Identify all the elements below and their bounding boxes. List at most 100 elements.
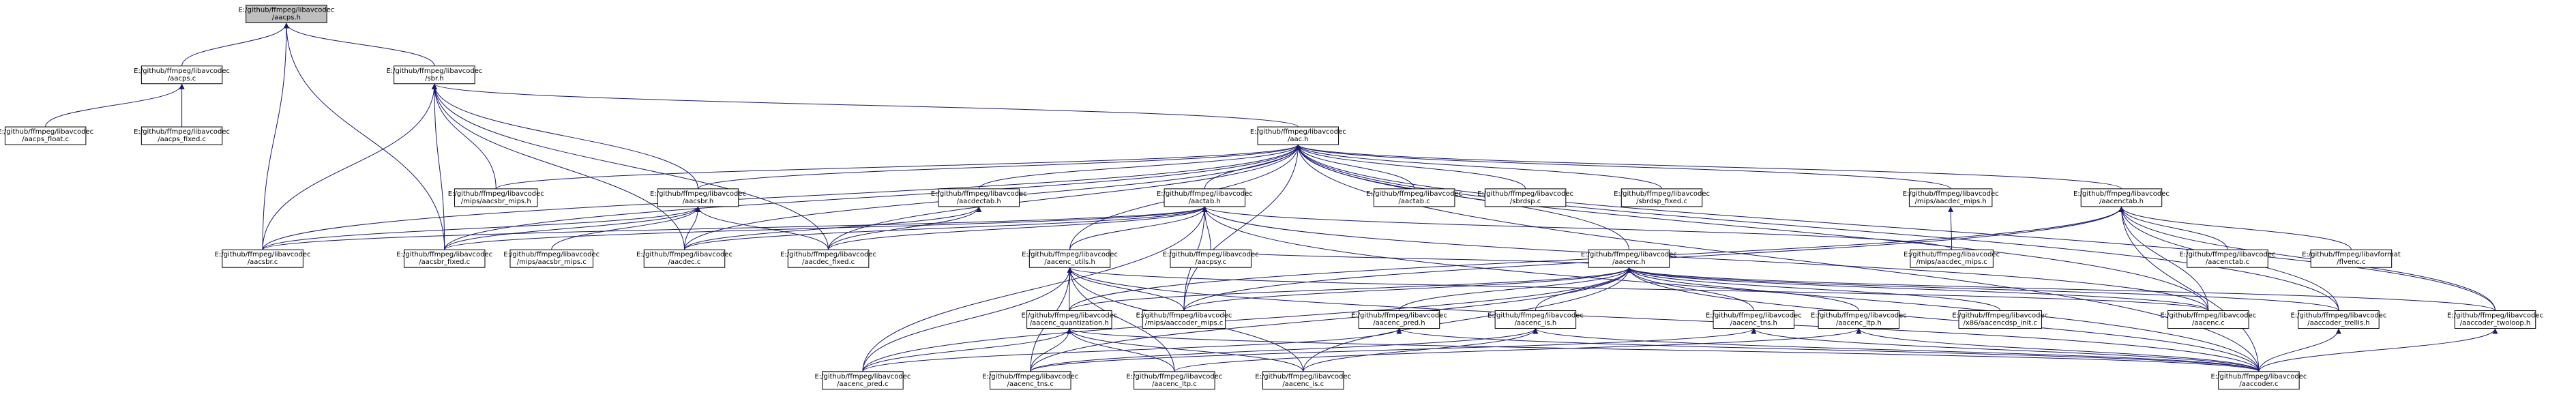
node-mips-aacsbr-mips-c[interactable]: E:/github/ffmpeg/libavcodec/mips/aacsbr_… — [503, 249, 599, 268]
edge-sbr-h-to-aacsbr-c — [262, 83, 437, 250]
edge-aactab-h-to-aacdec-c — [684, 206, 1208, 250]
node-aactab-h[interactable]: E:/github/ffmpeg/libavcodec/aactab.h — [1157, 188, 1253, 207]
node-aacps-c[interactable]: E:/github/ffmpeg/libavcodec/aacps.c — [134, 65, 230, 85]
node-aacpsy-c[interactable]: E:/github/ffmpeg/libavcodec/aacpsy.c — [1163, 249, 1259, 268]
node-aacsbr-c[interactable]: E:/github/ffmpeg/libavcodec/aacsbr.c — [215, 249, 311, 268]
node-label-line: /mips/aacsbr_mips.c — [517, 258, 587, 266]
node-aac-h[interactable]: E:/github/ffmpeg/libavcodec/aac.h — [1250, 126, 1346, 145]
node-box — [403, 249, 486, 268]
node-box — [2080, 188, 2163, 207]
node-aacenc-pred-h[interactable]: E:/github/ffmpeg/libavcodec/aacenc_pred.… — [1351, 310, 1447, 329]
node-aaccoder-twoloop-h[interactable]: E:/github/ffmpeg/libavcodec/aaccoder_two… — [2447, 310, 2543, 329]
node-aacenc-pred-c[interactable]: E:/github/ffmpeg/libavcodec/aacenc_pred.… — [814, 371, 911, 390]
node-box — [246, 4, 327, 23]
edge-aacenc-tns-h-to-aacenc-tns-c — [1030, 328, 1757, 372]
node-box — [1588, 249, 1670, 268]
node-label-line: E:/github/ffmpeg/libavcodec — [1477, 190, 1573, 198]
node-box — [2187, 249, 2268, 268]
node-box — [1713, 310, 1795, 329]
node-aaccoder-c[interactable]: E:/github/ffmpeg/libavcodec/aaccoder.c — [2210, 371, 2307, 390]
edge-aacenc-utils-h-to-aacenc-ltp-c — [1067, 267, 1175, 372]
node-label-line: E:/github/ffmpeg/libavcodec — [1255, 373, 1351, 381]
edge-aac-h-to-sbrdsp-c — [1295, 144, 1526, 190]
node-aacdec-fixed-c[interactable]: E:/github/ffmpeg/libavcodec/aacdec_fixed… — [780, 249, 876, 268]
node-box — [822, 371, 904, 390]
edge-aacenc-quantization-h-to-aacenc-is-c — [1066, 328, 1304, 372]
node-box — [643, 249, 726, 268]
node-label-line: E:/github/ffmpeg/libavcodec — [814, 373, 911, 381]
node-aacenc-ltp-h[interactable]: E:/github/ffmpeg/libavcodec/aacenc_ltp.h — [1811, 310, 1907, 329]
node-label-line: E:/github/ffmpeg/libavcodec — [1351, 312, 1447, 320]
node-aaccoder-trellis-h[interactable]: E:/github/ffmpeg/libavcodec/aaccoder_tre… — [2290, 310, 2386, 329]
node-mips-aaccoder-mips-c[interactable]: E:/github/ffmpeg/libavcodec/mips/aaccode… — [1136, 310, 1232, 329]
node-label-line: /aaccoder_trellis.h — [2307, 320, 2369, 327]
edge-aacenc-h-to-aaccoder-twoloop-h — [1626, 267, 2496, 311]
edge-aacenc-h-to-aacenc-c — [1626, 267, 2209, 311]
edge-aac-h-to-sbrdsp-fixed-c — [1295, 144, 1663, 190]
node-aacsbr-fixed-c[interactable]: E:/github/ffmpeg/libavcodec/aacsbr_fixed… — [396, 249, 492, 268]
node-label-line: E:/github/ffmpeg/libavcodec — [780, 251, 876, 258]
node-aacenctab-c[interactable]: E:/github/ffmpeg/libavcodec/aacenctab.c — [2180, 249, 2276, 268]
node-mips-aacdec-mips-c[interactable]: E:/github/ffmpeg/libavcodec/mips/aacdec_… — [1904, 249, 2000, 268]
node-aacenctab-h[interactable]: E:/github/ffmpeg/libavcodec/aacenctab.h — [2073, 188, 2170, 207]
edge-aacenc-quantization-h-to-aacenc-tns-c — [1030, 328, 1072, 372]
node-sbrdsp-c[interactable]: E:/github/ffmpeg/libavcodec/sbrdsp.c — [1477, 188, 1573, 207]
node-label-line: /aacenc_ltp.h — [1836, 320, 1882, 327]
node-aacenc-tns-c[interactable]: E:/github/ffmpeg/libavcodec/aacenc_tns.c — [982, 371, 1078, 390]
edge-aacenc-h-to-aacenc-pred-h — [1398, 267, 1632, 311]
node-label-line: E:/github/ffmpeg/libavcodec — [1126, 373, 1222, 381]
node-box — [2167, 310, 2249, 329]
node-aacsbr-h[interactable]: E:/github/ffmpeg/libavcodec/aacsbr.h — [650, 188, 746, 207]
node-label-line: E:/github/ffmpeg/libavcodec — [448, 190, 544, 198]
node-aactab-c[interactable]: E:/github/ffmpeg/libavcodec/aactab.c — [1366, 188, 1462, 207]
node-box — [1170, 249, 1252, 268]
node-label-line: E:/github/ffmpeg/libavcodec — [134, 128, 230, 136]
node-aacenc-c[interactable]: E:/github/ffmpeg/libavcodec/aacenc.c — [2160, 310, 2256, 329]
node-aacenc-quantization-h[interactable]: E:/github/ffmpeg/libavcodec/aacenc_quant… — [1021, 310, 1117, 329]
node-aacps-fixed-c[interactable]: E:/github/ffmpeg/libavcodec/aacps_fixed.… — [134, 126, 230, 145]
edge-aacsbr-h-to-mips-aacsbr-mips-c — [551, 206, 701, 250]
node-aacdec-c[interactable]: E:/github/ffmpeg/libavcodec/aacdec.c — [636, 249, 732, 268]
edge-aacenc-quantization-h-to-aacenc-ltp-c — [1066, 328, 1175, 372]
node-label-line: /aacenc_pred.h — [1373, 320, 1425, 327]
node-label-line: E:/github/ffmpeg/libavcodec — [1706, 312, 1802, 320]
node-label-line: /aacenc_quantization.h — [1030, 320, 1109, 327]
node-box — [990, 371, 1071, 390]
node-sbr-h[interactable]: E:/github/ffmpeg/libavcodec/sbr.h — [386, 65, 482, 85]
node-x86-aacencdsp-init-c[interactable]: E:/github/ffmpeg/libavcodec/x86/aacencds… — [1952, 310, 2048, 329]
node-label-line: /aacsbr.c — [248, 258, 278, 266]
node-mips-aacsbr-mips-h[interactable]: E:/github/ffmpeg/libavcodec/mips/aacsbr_… — [448, 188, 544, 207]
node-aacdectab-h[interactable]: E:/github/ffmpeg/libavcodec/aacdectab.h — [931, 188, 1027, 207]
node-aacps-float-c[interactable]: E:/github/ffmpeg/libavcodec/aacps_float.… — [0, 126, 93, 145]
node-label-line: /aacps.c — [168, 75, 196, 83]
node-label-line: E:/github/ffmpeg/libavcodec — [2160, 312, 2256, 320]
node-label-line: /mips/aacsbr_mips.h — [461, 198, 531, 205]
node-libavformat-flvenc-c[interactable]: E:/github/ffmpeg/libavformat/flvenc.c — [2302, 249, 2401, 268]
node-label-line: /aacenc_pred.c — [837, 381, 889, 388]
node-box — [1818, 310, 1900, 329]
node-label-line: E:/github/ffmpeg/libavcodec — [1366, 190, 1462, 198]
node-label-line: /aacenc.c — [2192, 320, 2225, 327]
node-label-line: E:/github/ffmpeg/libavcodec — [503, 251, 599, 258]
node-aacenc-is-c[interactable]: E:/github/ffmpeg/libavcodec/aacenc_is.c — [1255, 371, 1351, 390]
node-aacenc-tns-h[interactable]: E:/github/ffmpeg/libavcodec/aacenc_tns.h — [1706, 310, 1802, 329]
edge-aacenctab-h-to-aaccoder-c — [2118, 206, 2260, 372]
node-box — [1257, 126, 1339, 145]
node-aacenc-h[interactable]: E:/github/ffmpeg/libavcodec/aacenc.h — [1581, 249, 1677, 268]
edge-aacenc-h-to-aaccoder-trellis-h — [1626, 267, 2339, 311]
node-mips-aacdec-mips-h[interactable]: E:/github/ffmpeg/libavcodec/mips/aacdec_… — [1903, 188, 1999, 207]
node-aacenc-is-h[interactable]: E:/github/ffmpeg/libavcodec/aacenc_is.h — [1487, 310, 1584, 329]
node-sbrdsp-fixed-c[interactable]: E:/github/ffmpeg/libavcodec/sbrdsp_fixed… — [1614, 188, 1710, 207]
node-box — [1142, 310, 1226, 329]
node-aacenc-ltp-c[interactable]: E:/github/ffmpeg/libavcodec/aacenc_ltp.c — [1126, 371, 1222, 390]
edge-aacenc-h-to-x86-aacencdsp-init-c — [1626, 267, 2001, 311]
node-label-line: /aacenctab.h — [2099, 198, 2144, 205]
edge-aacenc-ltp-h-to-aaccoder-c — [1856, 328, 2260, 372]
node-aacenc-utils-h[interactable]: E:/github/ffmpeg/libavcodec/aacenc_utils… — [1022, 249, 1118, 268]
edge-aacenc-utils-h-to-aacenc-pred-c — [862, 267, 1073, 372]
edge-aacps-h-to-aacsbr-c — [262, 23, 289, 250]
edge-aacdectab-h-to-aacdec-fixed-c — [828, 206, 982, 250]
edge-aacenc-quantization-h-to-aaccoder-c — [1067, 328, 2260, 372]
node-aacps-h[interactable]: E:/github/ffmpeg/libavcodec/aacps.h — [238, 4, 334, 23]
